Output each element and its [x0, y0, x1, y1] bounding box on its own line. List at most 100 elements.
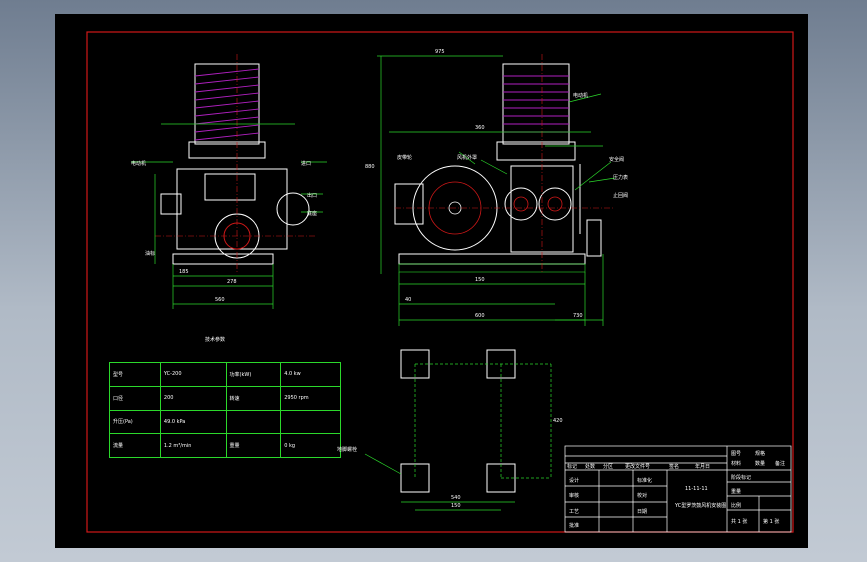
table-cell: 1.2 m³/min	[159, 433, 227, 458]
callout-check-valve: 止回阀	[613, 193, 629, 199]
left-side-cover	[276, 192, 310, 226]
dim-left-1: 185	[179, 269, 189, 275]
callout-anchor-bolt: 地脚螺栓	[337, 447, 358, 453]
tb-side-3: 材料	[731, 461, 742, 467]
dim-right-bottom-3: 600	[475, 313, 485, 319]
tb-role-check: 校对	[637, 493, 648, 499]
belt-guard	[394, 183, 424, 225]
tb-role-design: 设计	[569, 478, 580, 484]
table-cell: 2950 rpm	[280, 385, 341, 411]
tb-stage-1: 阶段标记	[731, 475, 752, 481]
right-motor-housing	[502, 63, 570, 145]
callout-pulley: 皮带轮	[397, 155, 413, 161]
tb-header-3: 分区	[603, 464, 614, 470]
table-cell: 重量	[225, 433, 282, 458]
callout-guard: 风机外罩	[457, 155, 478, 161]
table-cell	[280, 409, 341, 435]
table-cell: 49.0 kPa	[159, 409, 227, 435]
left-motor-housing	[194, 63, 260, 145]
outlet-flange-right	[586, 219, 602, 257]
tb-role-approve: 批准	[569, 523, 580, 529]
dim-right-top-2: 360	[475, 125, 485, 131]
table-cell: YC-200	[159, 362, 227, 387]
right-view-blower	[377, 54, 616, 326]
table-cell: 转速	[225, 385, 282, 411]
table-cell: 口径	[109, 385, 161, 411]
left-gear-cover	[204, 173, 256, 201]
table-cell: 0 kg	[280, 433, 341, 458]
tb-side-5: 备注	[775, 461, 786, 467]
tech-table-title: 技术参数	[205, 337, 226, 343]
table-cell: 200	[159, 385, 227, 411]
dim-right-top-3: 880	[365, 164, 375, 170]
foundation-plan	[364, 349, 552, 511]
callout-pressure-gauge: 压力表	[613, 175, 629, 181]
table-row: 口径 200 转速 2950 rpm	[109, 385, 341, 411]
table-row: 型号 YC-200 功率(kW) 4.0 kw	[109, 362, 341, 387]
tb-header-2: 处数	[585, 464, 596, 470]
tb-stage-2: 重量	[731, 489, 742, 495]
callout-left-base: 底座	[307, 211, 318, 217]
table-row: 升压(Pa) 49.0 kPa	[109, 409, 341, 435]
tb-header-6: 年月日	[695, 464, 711, 470]
tb-role-standard: 标准化	[637, 478, 653, 484]
tb-role-process: 工艺	[569, 509, 580, 515]
tb-sheet-total: 共 1 张	[731, 519, 748, 525]
right-base-skid	[398, 263, 586, 273]
left-base	[172, 253, 274, 265]
tb-role-review: 审核	[569, 493, 580, 499]
right-motor-flange	[496, 141, 576, 161]
table-cell: 4.0 kw	[280, 362, 341, 387]
foundation-pad-tl	[400, 349, 430, 379]
frame-border	[86, 31, 794, 533]
drawing-sheet: 技术参数 型号 YC-200 功率(kW) 4.0 kw 口径 200 转速 2…	[55, 14, 808, 548]
dim-right-top-1: 975	[435, 49, 445, 55]
table-cell: 流量	[109, 433, 161, 458]
callout-left-motor: 电动机	[131, 161, 147, 167]
tb-role-date: 日期	[637, 509, 648, 515]
foundation-dimension-lines	[414, 363, 552, 479]
table-cell: 型号	[109, 362, 161, 387]
foundation-pad-bl	[400, 463, 430, 493]
tb-header-4: 更改文件号	[625, 464, 651, 470]
callout-left-outlet: 出口	[307, 193, 318, 199]
right-dimension-lines	[377, 55, 616, 326]
table-cell	[225, 409, 282, 435]
dim-right-bottom-2: 40	[405, 297, 412, 303]
tb-side-4: 数量	[755, 461, 766, 467]
right-base	[398, 253, 586, 265]
left-inlet-pipe	[160, 193, 182, 215]
tb-drawing-name: YC型罗茨鼓风机安装图	[675, 503, 727, 509]
table-row: 流量 1.2 m³/min 重量 0 kg	[109, 433, 341, 458]
table-cell: 升压(Pa)	[109, 409, 161, 435]
left-motor-flange	[188, 141, 266, 159]
table-cell: 功率(kW)	[225, 362, 282, 387]
left-dimension-lines	[131, 123, 327, 309]
tb-drawing-no: 11-11-11	[685, 486, 708, 492]
title-block-grid	[564, 445, 792, 533]
dim-foundation-2: 420	[553, 418, 563, 424]
callout-left-oil: 油标	[145, 251, 156, 257]
left-motor-windings	[194, 68, 260, 141]
callout-left-inlet: 进口	[301, 161, 312, 167]
rotor-left-core	[513, 196, 529, 212]
tb-sheet-current: 第 1 张	[763, 519, 780, 525]
dim-right-bottom-1: 150	[475, 277, 485, 283]
callout-right-motor: 电动机	[573, 93, 589, 99]
tb-side-1: 图号	[731, 451, 742, 457]
cad-drawing-canvas	[86, 31, 794, 533]
dim-left-3: 560	[215, 297, 225, 303]
dim-right-bottom-4: 730	[573, 313, 583, 319]
dim-foundation-3: 540	[451, 495, 461, 501]
left-blower-body	[176, 168, 288, 250]
tech-table: 型号 YC-200 功率(kW) 4.0 kw 口径 200 转速 2950 r…	[109, 362, 341, 458]
left-view-blower	[131, 54, 327, 309]
dim-foundation-1: 150	[451, 503, 461, 509]
right-motor-windings	[503, 75, 569, 133]
rotor-left	[504, 187, 538, 221]
foundation-base-dims	[364, 453, 515, 511]
tb-stage-3: 比例	[731, 503, 742, 509]
tb-header-5: 签名	[669, 464, 680, 470]
rotor-right	[538, 187, 572, 221]
tb-side-2: 规格	[755, 451, 766, 457]
